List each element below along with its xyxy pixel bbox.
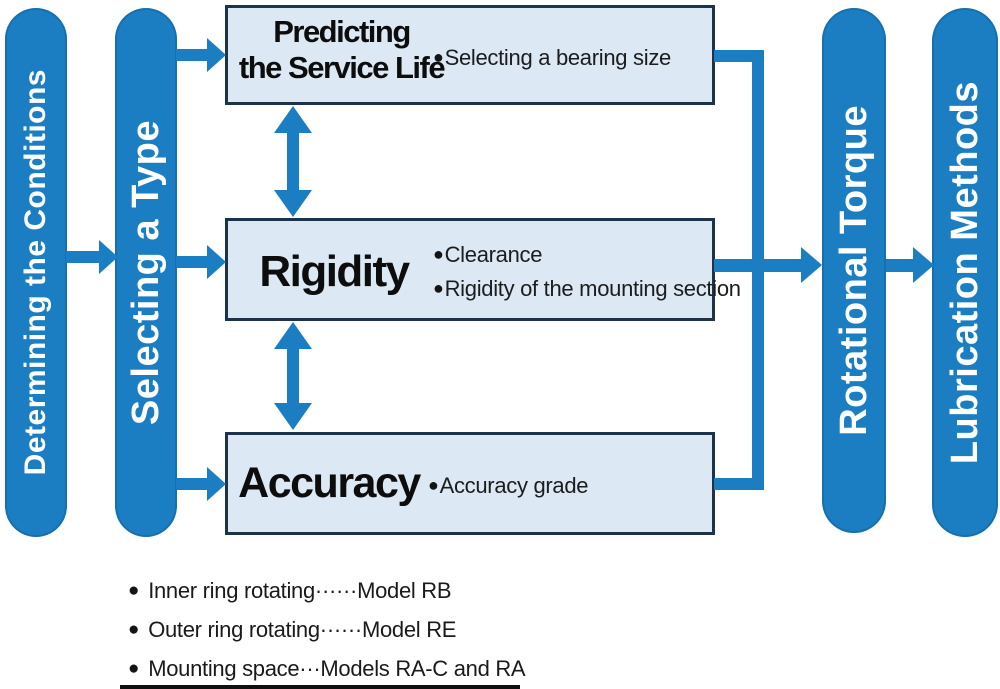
bullet-icon: ● bbox=[428, 475, 439, 495]
stage-label: Selecting a Type bbox=[124, 119, 167, 426]
stage-selecting-type: Selecting a Type bbox=[115, 8, 177, 537]
bullet-icon: ● bbox=[433, 244, 444, 264]
stage-label: Rotational Torque bbox=[832, 105, 875, 436]
bullet-item: ●Accuracy grade bbox=[428, 473, 589, 498]
box-rigidity: Rigidity ●Clearance ●Rigidity of the mou… bbox=[225, 218, 741, 321]
bullet-icon: ● bbox=[433, 278, 444, 299]
legend-item: ●Outer ring rotating······Model RE bbox=[128, 617, 457, 642]
stage-determining-conditions: Determining the Conditions bbox=[5, 8, 67, 537]
bullet-item: ●Rigidity of the mounting section bbox=[433, 276, 741, 302]
stage-label: Lubrication Methods bbox=[943, 80, 986, 465]
bottom-divider bbox=[120, 685, 520, 689]
box-title: Predicting the Service Life bbox=[238, 14, 446, 85]
stage-label: Determining the Conditions bbox=[19, 69, 52, 476]
bullet-item: ●Clearance bbox=[433, 242, 543, 267]
box-bullet-list: ●Accuracy grade bbox=[428, 469, 589, 503]
box-title: Rigidity bbox=[259, 247, 410, 296]
bullet-icon: ● bbox=[128, 619, 140, 640]
stage-lubrication-methods: Lubrication Methods bbox=[932, 8, 998, 537]
legend-item: ●Inner ring rotating······Model RB bbox=[128, 578, 452, 603]
box-title: Accuracy bbox=[238, 459, 421, 507]
bullet-icon: ● bbox=[433, 47, 444, 67]
bullet-icon: ● bbox=[128, 658, 140, 679]
bullet-item: ●Selecting a bearing size bbox=[433, 45, 671, 70]
box-bullet-list: ●Selecting a bearing size bbox=[433, 41, 671, 75]
box-accuracy: Accuracy ●Accuracy grade bbox=[225, 432, 715, 535]
legend-item: ●Mounting space···Models RA-C and RA bbox=[128, 656, 526, 681]
stage-rotational-torque: Rotational Torque bbox=[822, 8, 886, 533]
box-predicting-service-life: Predicting the Service Life ●Selecting a… bbox=[225, 5, 715, 105]
box-bullet-list: ●Clearance ●Rigidity of the mounting sec… bbox=[433, 238, 741, 306]
bullet-icon: ● bbox=[128, 580, 140, 601]
